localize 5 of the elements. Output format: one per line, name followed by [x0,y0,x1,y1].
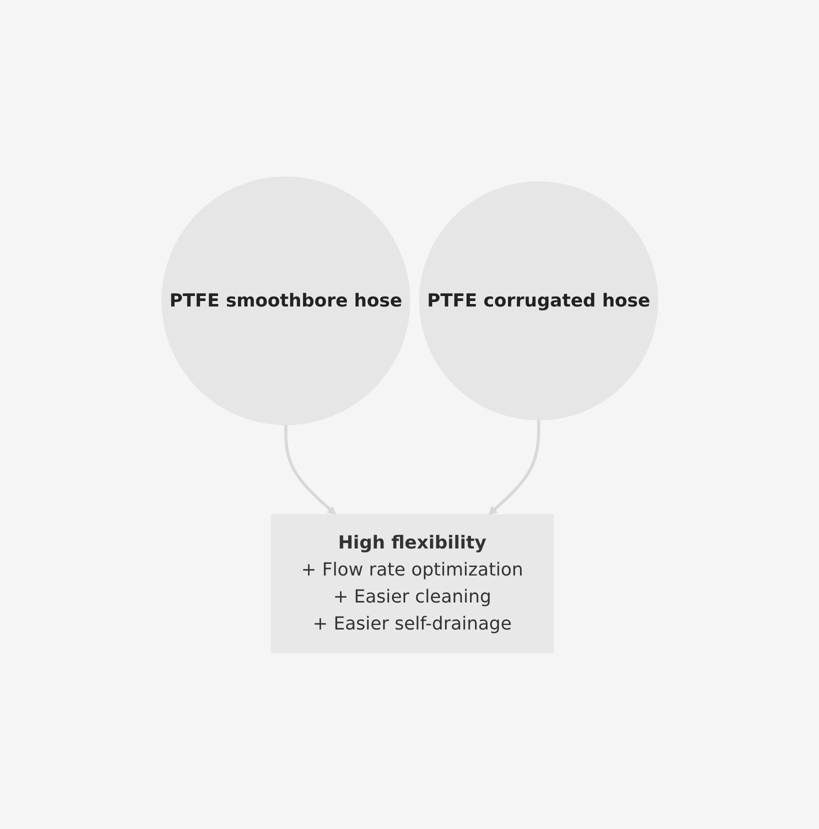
arrow [488,420,540,515]
node-box: High flexibility + Flow rate optimization + Easier cleaning + Easier self-drainage [270,514,554,653]
node-circle: PTFE corrugated hose [418,180,658,420]
node-circle: PTFE smoothbore hose [161,176,410,425]
arrow [284,424,336,515]
